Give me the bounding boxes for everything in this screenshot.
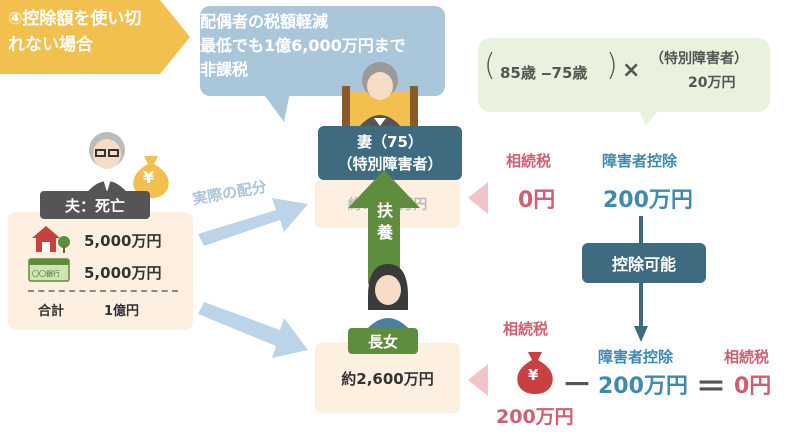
pointer-arrow-wife xyxy=(468,182,488,214)
formula-times: × xyxy=(622,58,641,83)
husband-label: 夫：死亡 xyxy=(40,191,150,219)
result-tax-label: 相続税 xyxy=(724,348,770,366)
daughter-amount: 約2,600万円 xyxy=(315,343,460,413)
formula-paren-right: ) xyxy=(606,48,618,83)
wife-tax-label: 相続税 xyxy=(506,152,552,170)
minus-sign: － xyxy=(562,368,592,403)
daughter-deduction-value: 200万円 xyxy=(598,374,688,399)
daughter-deduction-label: 障害者控除 xyxy=(598,348,674,366)
formula-disabled-amount: 20万円 xyxy=(688,75,736,91)
result-tax-value: 0円 xyxy=(734,374,772,399)
equals-sign: ＝ xyxy=(696,370,726,405)
spousal-reduction-text: 配偶者の税額軽減 最低でも1億6,000万円まで 非課税 xyxy=(200,12,406,79)
bankbook-text: 〇〇銀行 xyxy=(32,270,60,278)
house-icon xyxy=(32,226,70,253)
formula-age-part: 85歳 ‒75歳 xyxy=(500,64,588,82)
pointer-arrow-daughter xyxy=(468,364,488,396)
money-bag-red-yen: ¥ xyxy=(528,366,539,384)
daughter-tax-value: 200万円 xyxy=(496,406,574,428)
wife-label: 妻（75） （特別障害者） xyxy=(318,126,462,180)
total-label: 合計 xyxy=(38,304,65,319)
wife-deduction-label: 障害者控除 xyxy=(602,152,678,170)
wife-illustration xyxy=(342,62,418,128)
formula-tail xyxy=(638,108,660,126)
section-title: ④控除額を使い切れない場合 xyxy=(8,9,142,55)
daughter-label: 長女 xyxy=(348,328,418,354)
formula-disabled-label: （特別障害者） xyxy=(650,51,748,67)
speech-bubble xyxy=(200,6,445,96)
money-bag-icon xyxy=(133,156,169,198)
support-label: 扶養 xyxy=(376,201,393,242)
daughter-illustration xyxy=(366,264,410,330)
money-bag-yen: ¥ xyxy=(143,168,155,187)
bankbook-icon xyxy=(28,258,70,282)
asset-value-deposit: 5,000万円 xyxy=(84,264,162,282)
bubble-tail xyxy=(262,92,290,122)
money-bag-red-icon xyxy=(517,352,553,394)
wife-tax-value: 0円 xyxy=(518,188,556,213)
total-value: 1億円 xyxy=(104,304,140,319)
arrow-to-wife xyxy=(198,198,308,246)
total-separator xyxy=(28,290,178,292)
formula-paren-left: ( xyxy=(484,48,496,83)
formula-box xyxy=(478,38,770,112)
support-arrow xyxy=(348,170,420,284)
arrow-to-daughter xyxy=(198,302,308,358)
title-tag xyxy=(0,0,190,74)
daughter-tax-label: 相続税 xyxy=(503,320,549,338)
asset-value-house: 5,000万円 xyxy=(84,232,162,250)
deductible-badge: 控除可能 xyxy=(582,243,706,283)
wife-deduction-value: 200万円 xyxy=(603,188,693,213)
